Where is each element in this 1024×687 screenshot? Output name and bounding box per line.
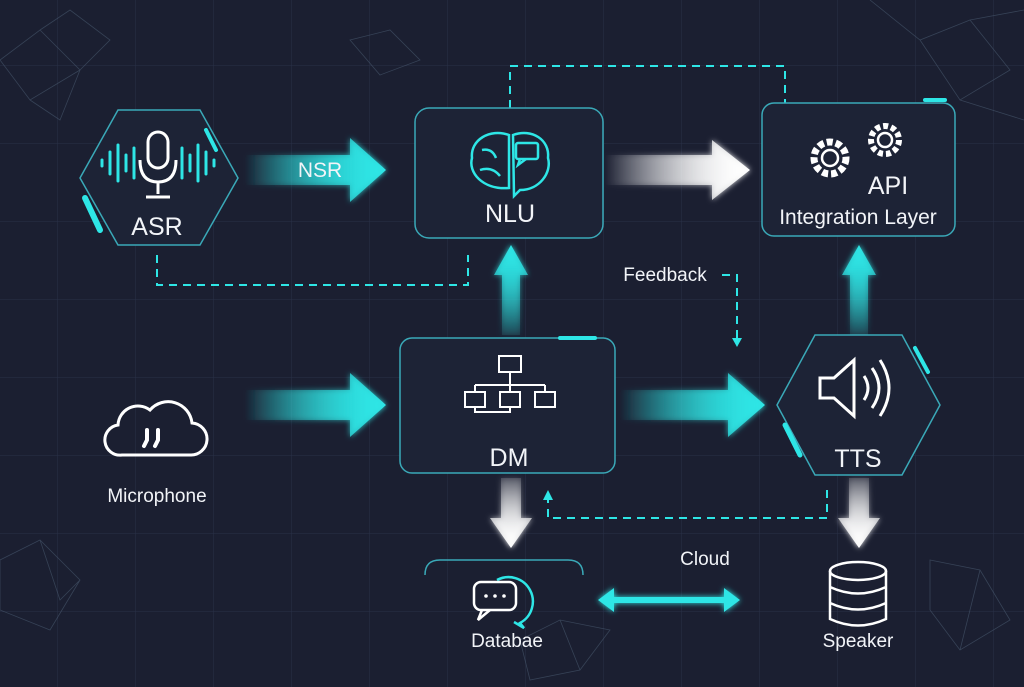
microphone-waveform-icon xyxy=(100,130,216,199)
tts-label: TTS xyxy=(834,445,882,473)
gears-icon xyxy=(810,123,902,178)
org-chart-icon xyxy=(464,355,556,413)
dashed-feedback xyxy=(722,274,738,342)
arrow-dm-nlu xyxy=(494,245,528,335)
dm-label: DM xyxy=(489,444,529,472)
microphone-label: Microphone xyxy=(107,486,207,507)
arrow-tts-speaker xyxy=(838,478,880,548)
feedback-label: Feedback xyxy=(623,265,707,286)
dashed-asr-nlu xyxy=(156,255,469,286)
nlu-label: NLU xyxy=(484,200,536,228)
cloud-quote-icon[interactable] xyxy=(103,400,209,457)
nlu-node[interactable] xyxy=(414,107,604,239)
tts-node[interactable] xyxy=(776,334,941,476)
api-node[interactable] xyxy=(761,98,956,237)
arrow-nlu-api xyxy=(605,140,750,200)
arrow-dm-database xyxy=(490,478,532,548)
arrow-tts-api xyxy=(842,245,876,335)
database-icon[interactable] xyxy=(828,560,888,627)
dashed-tts-dm xyxy=(547,490,828,519)
arrow-microphone-dm xyxy=(245,373,386,437)
tts-dm-arrowhead xyxy=(543,490,553,500)
cloud-label: Cloud xyxy=(680,549,730,570)
arrow-asr-nlu xyxy=(245,138,386,202)
dashed-connectors xyxy=(156,65,828,519)
speaker-icon xyxy=(818,356,891,420)
dashed-nlu-api xyxy=(509,65,786,108)
nsr-label: NSR xyxy=(297,159,343,182)
feedback-arrowhead xyxy=(732,338,742,347)
api-label: API xyxy=(867,172,909,200)
speaker-label: Speaker xyxy=(822,631,894,652)
asr-node[interactable] xyxy=(79,109,239,246)
asr-label: ASR xyxy=(131,213,183,241)
arrow-database-speaker-bidirectional xyxy=(598,588,740,612)
brain-chat-icon xyxy=(470,131,551,199)
dm-node[interactable] xyxy=(399,336,616,474)
api-sublabel: Integration Layer xyxy=(779,206,937,229)
database-label: Databae xyxy=(471,631,543,652)
database-node[interactable] xyxy=(424,559,584,630)
chat-bubbles-icon xyxy=(472,575,535,630)
arrow-dm-tts xyxy=(620,373,765,437)
